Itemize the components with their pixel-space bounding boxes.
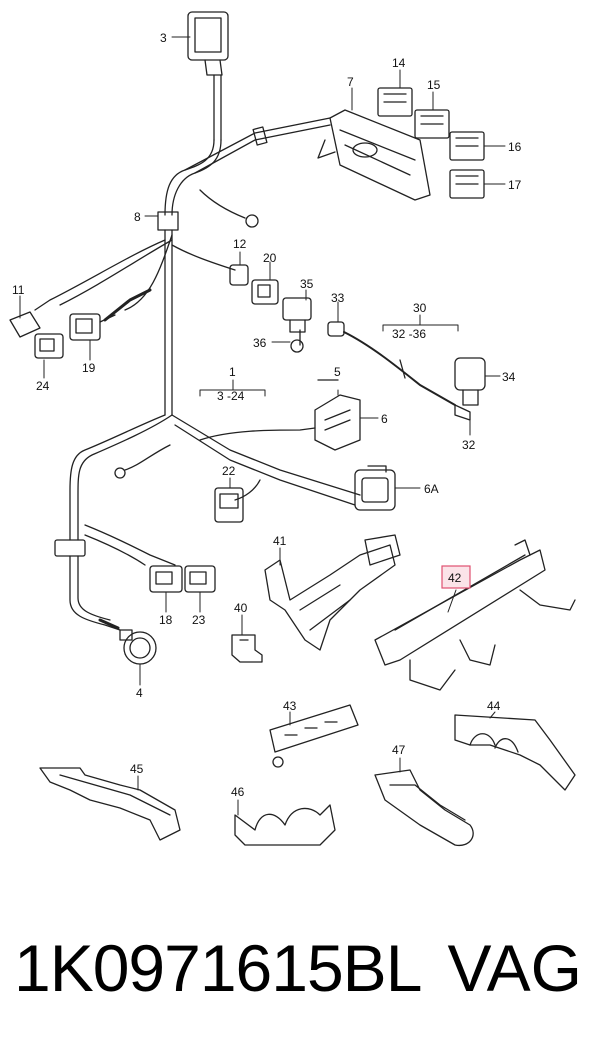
label-34: 34: [502, 370, 516, 384]
leader-lines: [19, 36, 506, 816]
label-15: 15: [427, 78, 441, 92]
label-16: 16: [508, 140, 522, 154]
channel-45: [39, 767, 181, 841]
harness-lower: [54, 414, 361, 631]
connector-22: [214, 487, 244, 523]
label-43: 43: [283, 699, 297, 713]
label-6a: 6A: [424, 482, 439, 496]
footer: 1K0971615BL VAG: [0, 930, 600, 1040]
label-41: 41: [273, 534, 287, 548]
relay-box-7: [317, 87, 485, 201]
label-30-range: 32 -36: [392, 327, 426, 341]
connectors-18-23: [149, 565, 216, 593]
label-18: 18: [159, 613, 173, 627]
connector-6a: [354, 465, 396, 511]
label-19: 19: [82, 361, 96, 375]
label-23: 23: [192, 613, 206, 627]
connector-4: [119, 629, 157, 665]
part-number: 1K0971615BL: [14, 931, 422, 1005]
label-5: 5: [334, 365, 341, 379]
callout-labels: 3 14 15 7 16 17 8 12 20 11 35 33 30 32 -…: [12, 31, 522, 799]
bracket-41: [264, 534, 401, 651]
label-6: 6: [381, 412, 388, 426]
label-45: 45: [130, 762, 144, 776]
label-47: 47: [392, 743, 406, 757]
label-17: 17: [508, 178, 522, 192]
label-46: 46: [231, 785, 245, 799]
label-4: 4: [136, 686, 143, 700]
module-6: [314, 379, 361, 451]
connectors-left: [9, 311, 116, 359]
connectors-middle: [229, 264, 456, 406]
label-22: 22: [222, 464, 236, 478]
connector-3: [187, 11, 229, 141]
holder-46: [234, 804, 336, 846]
label-33: 33: [331, 291, 345, 305]
label-35: 35: [300, 277, 314, 291]
highlight-box-42: [441, 565, 471, 589]
label-12: 12: [233, 237, 247, 251]
sensor-34: [454, 357, 486, 421]
label-42: 42: [448, 571, 462, 585]
label-44: 44: [487, 699, 501, 713]
label-30: 30: [413, 301, 427, 315]
harness-main: [34, 117, 331, 416]
label-11: 11: [12, 283, 25, 297]
clip-40: [231, 634, 263, 663]
label-40: 40: [234, 601, 248, 615]
wiring-harness-diagram: 3 14 15 7 16 17 8 12 20 11 35 33 30 32 -…: [9, 11, 576, 847]
label-1: 1: [229, 365, 236, 379]
strip-43: [269, 704, 359, 768]
label-24: 24: [36, 379, 50, 393]
label-20: 20: [263, 251, 277, 265]
tray-42: [374, 539, 576, 691]
label-3: 3: [160, 31, 167, 45]
label-14: 14: [392, 56, 406, 70]
label-32: 32: [462, 438, 476, 452]
label-1-range: 3 -24: [217, 389, 245, 403]
label-7: 7: [347, 75, 354, 89]
holder-47: [374, 769, 474, 847]
cover-44: [454, 714, 576, 791]
label-8: 8: [134, 210, 141, 224]
brand-name: VAG: [447, 931, 582, 1005]
label-36: 36: [253, 336, 267, 350]
